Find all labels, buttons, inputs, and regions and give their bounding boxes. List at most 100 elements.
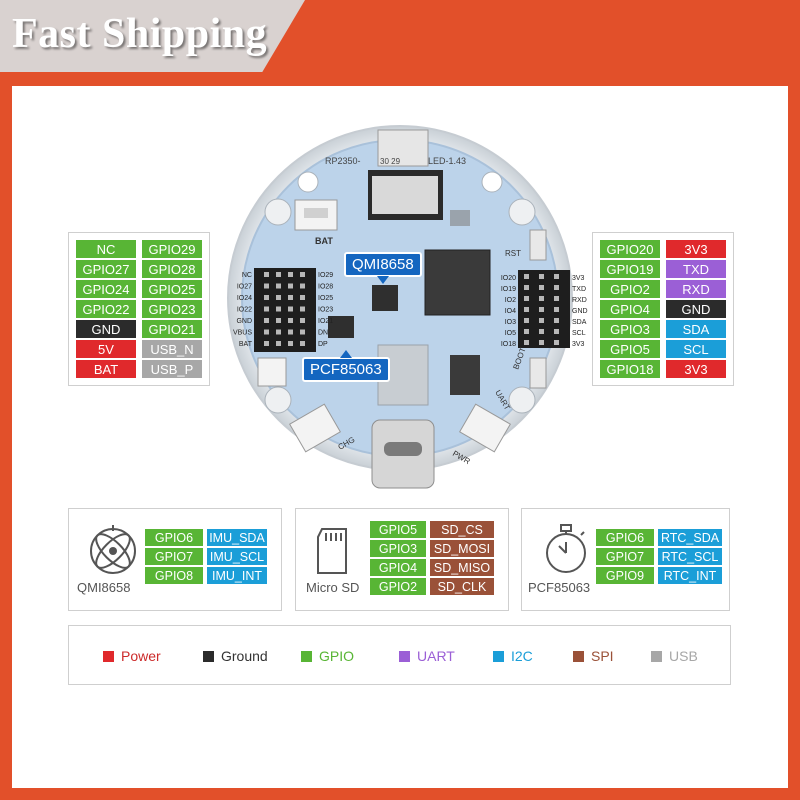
header-pin: [539, 274, 544, 279]
legend-swatch: [651, 650, 662, 662]
pwr-connector: [458, 403, 512, 453]
silkscreen-label: IO21: [318, 318, 333, 325]
header-pin: [539, 340, 544, 345]
header-pin: [276, 283, 281, 289]
module-pin-gpio4: GPIO4: [370, 559, 426, 576]
right-pin-3v3: 3V3: [666, 240, 726, 258]
module-pin-gpio7: GPIO7: [596, 548, 654, 565]
display-connector-latch: [372, 176, 438, 214]
header-pin: [288, 306, 293, 312]
usb-c-opening: [384, 442, 422, 456]
board-illustration: RP2350- LED-1.43 30 29 BAT RST BOOT PWR …: [200, 120, 600, 510]
battery-connector-slot: [304, 208, 328, 218]
rtc-chip: [328, 316, 354, 338]
left-pin-gpio28: GPIO28: [142, 260, 202, 278]
silkscreen-label: IO18: [501, 341, 516, 348]
header-pin: [524, 307, 529, 312]
silkscreen-pins: 30 29: [380, 157, 401, 166]
banner: [0, 0, 305, 72]
left-pin-gpio23: GPIO23: [142, 300, 202, 318]
left-pin-nc: NC: [76, 240, 136, 258]
right-pin-gpio3: GPIO3: [600, 320, 660, 338]
crystal: [450, 210, 470, 226]
mount-hole: [264, 386, 292, 414]
legend-item-gpio: GPIO: [301, 648, 354, 664]
module-pin-imu-scl: IMU_SCL: [207, 548, 267, 565]
silkscreen-label: TXD: [572, 286, 586, 293]
module-pin-gpio5: GPIO5: [370, 521, 426, 538]
header-pin: [554, 274, 559, 279]
left-header-silkscreen: NCIO27IO24IO22GNDVBUSBATIO29IO28IO25IO23…: [233, 272, 333, 348]
module-pin-sd-cs: SD_CS: [430, 521, 494, 538]
boot-button: [529, 357, 547, 389]
header-pin: [264, 283, 269, 289]
header-pin: [288, 295, 293, 300]
right-pin-gpio5: GPIO5: [600, 340, 660, 358]
legend-item-uart: UART: [399, 648, 455, 664]
side-connector: [257, 357, 287, 387]
header-pin: [300, 272, 305, 277]
legend-label: SPI: [591, 648, 614, 664]
header-pin: [264, 318, 269, 323]
right-pin-gnd: GND: [666, 300, 726, 318]
silkscreen-label: IO2: [505, 297, 516, 304]
header-pin: [524, 329, 529, 334]
left-pin-bat: BAT: [76, 360, 136, 378]
legend-item-ground: Ground: [203, 648, 268, 664]
module-pin-rtc-sda: RTC_SDA: [658, 529, 722, 546]
right-pin-3v3: 3V3: [666, 360, 726, 378]
header-pin: [554, 340, 559, 345]
mount-hole: [508, 386, 536, 414]
silkscreen-label: SCL: [572, 330, 586, 337]
silkscreen-label: IO23: [318, 307, 333, 314]
header-pin: [524, 285, 529, 290]
right-pin-gpio20: GPIO20: [600, 240, 660, 258]
header-pin: [554, 296, 559, 301]
silkscreen-label: IO4: [505, 308, 516, 315]
legend-swatch: [301, 650, 312, 662]
module-pin-gpio6: GPIO6: [596, 529, 654, 546]
module-pin-gpio2: GPIO2: [370, 578, 426, 595]
silkscreen-label: IO22: [237, 307, 252, 314]
mcu-chip: [424, 249, 491, 316]
legend-swatch: [493, 650, 504, 662]
header-pin: [554, 318, 559, 323]
silkscreen-label: IO28: [318, 284, 333, 291]
imu-chip: [372, 285, 398, 311]
sd-card-icon: [314, 523, 354, 579]
header-pin-dots: [264, 272, 559, 346]
gyroscope-icon: [83, 521, 143, 581]
silkscreen-label: IO27: [237, 284, 252, 291]
mount-hole: [297, 171, 319, 193]
header-pin: [264, 295, 269, 300]
header-pin: [288, 283, 293, 289]
left-pin-usb-p: USB_P: [142, 360, 202, 378]
silkscreen-label: IO3: [505, 319, 516, 326]
silkscreen-label: 3V3: [572, 341, 585, 348]
header-pin: [300, 318, 305, 323]
silkscreen-label: 3V3: [572, 275, 585, 282]
left-pin-gpio25: GPIO25: [142, 280, 202, 298]
header-pin: [288, 318, 293, 323]
module-pin-sd-miso: SD_MISO: [430, 559, 494, 576]
header-pin: [288, 272, 293, 277]
header-pin: [276, 329, 281, 335]
header-pin: [264, 272, 269, 277]
header-pin: [264, 341, 269, 346]
silkscreen-label: IO25: [318, 295, 333, 302]
header-pin: [264, 329, 269, 335]
left-header: [254, 268, 316, 352]
board-svg: RP2350- LED-1.43 30 29 BAT RST BOOT PWR …: [227, 125, 588, 489]
header-pin: [264, 306, 269, 312]
module-pin-imu-sda: IMU_SDA: [207, 529, 267, 546]
mount-hole: [481, 171, 503, 193]
header-pin: [276, 295, 281, 300]
silkscreen-label: SDA: [572, 319, 587, 326]
header-pin: [539, 318, 544, 323]
header-pin: [300, 341, 305, 346]
